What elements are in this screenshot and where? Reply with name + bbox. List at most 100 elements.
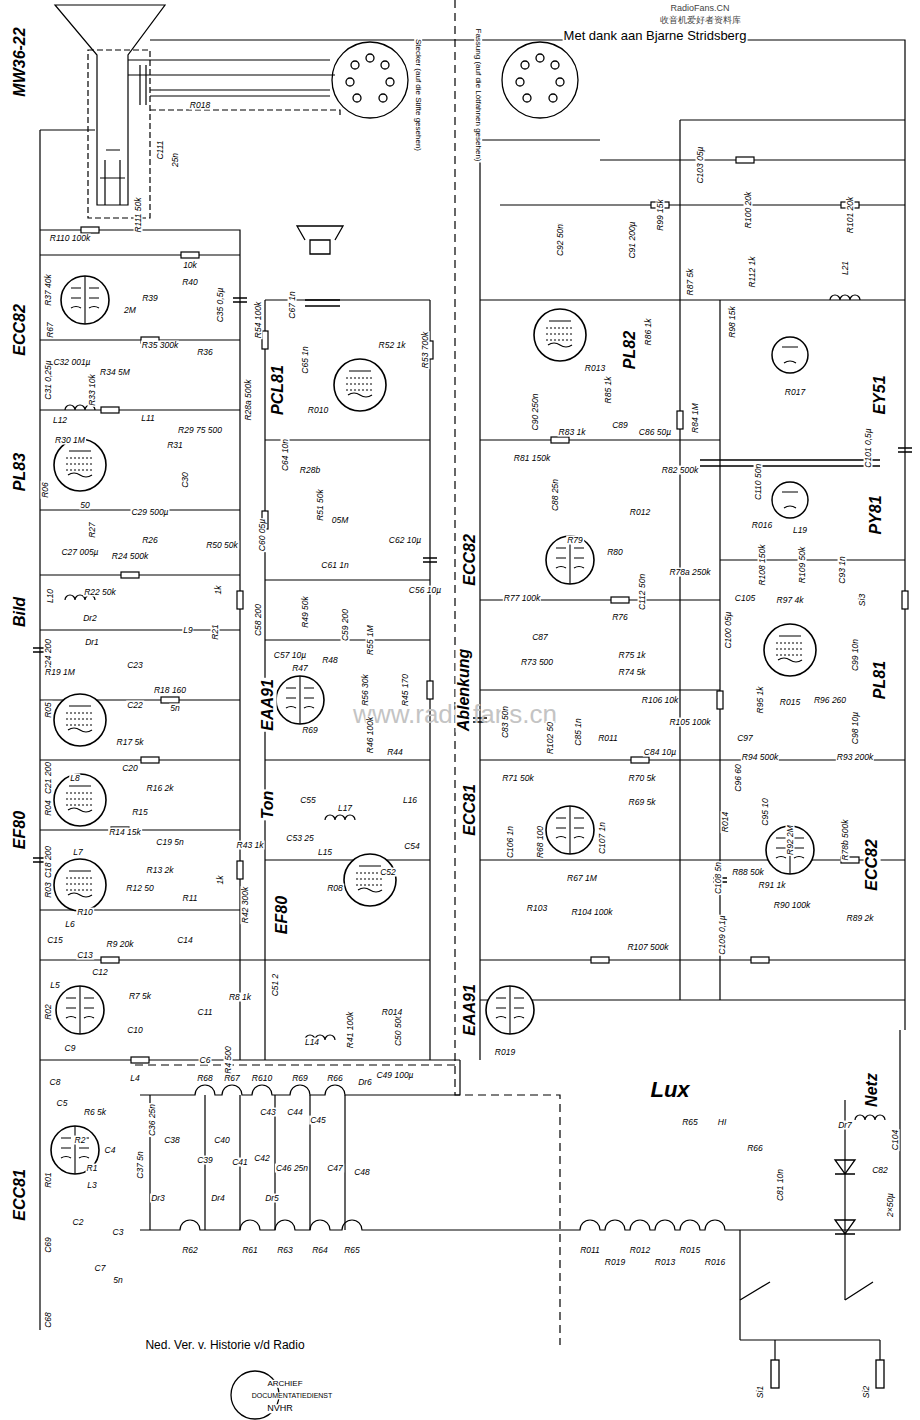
component-label: C98 10µ — [851, 711, 860, 745]
component-label: R26 — [141, 536, 159, 545]
note-text: Ned. Ver. v. Historie v/d Radio — [144, 1339, 305, 1352]
component-label: L8 — [69, 774, 80, 783]
component-label: R18 160 — [153, 686, 187, 695]
component-label: R35 300k — [141, 341, 179, 350]
component-label: C7 — [94, 1264, 107, 1273]
component-label: C15 — [46, 936, 64, 945]
tube-label: ECC81 — [12, 1168, 29, 1222]
component-label: R64 — [311, 1246, 329, 1255]
component-label: R12 50 — [125, 884, 154, 893]
component-label: R89 2k — [846, 914, 875, 923]
component-label: L5 — [49, 981, 60, 990]
component-label: R103 — [526, 904, 548, 913]
component-label: R45 170 — [401, 673, 410, 707]
component-label: L9 — [182, 626, 193, 635]
component-label: C84 10µ — [643, 748, 677, 757]
component-label: C31 0,25µ — [44, 359, 53, 400]
component-label: 05M — [331, 516, 350, 525]
component-label: R107 500k — [626, 943, 669, 952]
component-label: R31 — [166, 441, 184, 450]
component-label: C39 — [196, 1156, 214, 1165]
component-label: C96 60 — [734, 763, 743, 792]
component-label: R87 5k — [686, 268, 695, 297]
component-label: R110 100k — [49, 234, 91, 243]
component-label: R66 — [746, 1144, 764, 1153]
component-label: R68 — [196, 1074, 214, 1083]
component-label: C10 — [126, 1026, 144, 1035]
component-label: C23 — [126, 661, 144, 670]
component-label: R019 — [604, 1258, 626, 1267]
component-label: C112 50n — [638, 573, 647, 611]
component-label: C60 05µ — [258, 518, 267, 552]
component-label: C41 — [231, 1158, 249, 1167]
component-label: R83 1k — [558, 428, 587, 437]
component-label: R10 — [76, 908, 94, 917]
component-label: R42 300k — [241, 886, 250, 924]
component-label: R70 5k — [628, 774, 657, 783]
component-label: R68 100 — [536, 825, 545, 859]
component-label: R8 1k — [228, 993, 252, 1002]
component-label: C100 05µ — [724, 610, 733, 649]
component-label: Dr7 — [837, 1121, 853, 1130]
component-label: R24 500k — [111, 552, 149, 561]
tube-label: ECC82 — [462, 533, 479, 587]
note-text: RadioFans.CN — [669, 4, 730, 13]
component-label: R11 — [182, 894, 199, 903]
note-text: Fassung (auf die Lötfahnen gesehen) — [474, 28, 482, 163]
component-label: C88 25n — [551, 478, 560, 512]
component-label: R63 — [276, 1246, 294, 1255]
region-label: Netz — [864, 1072, 881, 1108]
component-label: C22 — [126, 701, 144, 710]
component-label: R28a 500k — [244, 378, 253, 421]
component-label: R15 — [131, 808, 149, 817]
component-label: R91 1k — [758, 881, 787, 890]
component-label: R53 700k — [421, 331, 430, 369]
component-label: C90 250n — [531, 393, 540, 432]
component-label: L21 — [841, 260, 850, 276]
component-label: L17 — [337, 804, 353, 813]
component-label: R21 — [211, 623, 220, 641]
component-label: R90 100k — [773, 901, 811, 910]
component-label: Si1 — [756, 1385, 765, 1399]
component-label: C37 5n — [136, 1150, 145, 1179]
component-label: Dr3 — [150, 1194, 166, 1203]
component-label: R08 — [326, 884, 344, 893]
component-label: C97 — [736, 734, 754, 743]
region-label: Lux — [649, 1078, 690, 1101]
component-label: R2 — [74, 1136, 87, 1145]
component-label: C104 — [891, 1129, 900, 1151]
component-label: C59 200 — [341, 608, 350, 642]
component-label: R06 — [41, 481, 50, 499]
component-label: L11 — [140, 414, 156, 423]
component-label: C30 — [181, 471, 190, 489]
component-label: C111 — [156, 139, 165, 160]
component-label: C56 10µ — [408, 586, 442, 595]
tube-label: EF80 — [274, 895, 291, 935]
component-label: Dr4 — [210, 1194, 226, 1203]
component-label: R010 — [307, 406, 329, 415]
component-label: C64 10n — [281, 438, 290, 472]
component-label: C103 05µ — [696, 145, 705, 184]
tube-label: EY51 — [872, 374, 889, 415]
component-label: R014 — [721, 811, 730, 833]
component-label: R97 4k — [776, 596, 805, 605]
tube-label: EAA91 — [462, 983, 479, 1037]
component-label: R014 — [381, 1008, 403, 1017]
component-label: 2M — [123, 306, 137, 315]
component-label: C38 — [163, 1136, 181, 1145]
component-label: R48 — [321, 656, 339, 665]
component-label: C52 — [379, 868, 397, 877]
component-label: C19 5n — [155, 838, 184, 847]
component-label: R92 2M — [786, 824, 795, 856]
component-label: R44 — [386, 748, 404, 757]
tube-label: EF80 — [12, 810, 29, 850]
component-label: C3 — [112, 1228, 125, 1237]
component-label: L15 — [317, 848, 333, 857]
component-label: C35 0,5µ — [216, 287, 225, 324]
component-label: Dr2 — [82, 614, 98, 623]
component-label: R67 — [223, 1074, 241, 1083]
component-label: R85 1k — [604, 376, 613, 405]
component-label: C42 — [253, 1154, 271, 1163]
component-label: R14 15k — [108, 828, 142, 837]
component-label: C47 — [326, 1164, 344, 1173]
